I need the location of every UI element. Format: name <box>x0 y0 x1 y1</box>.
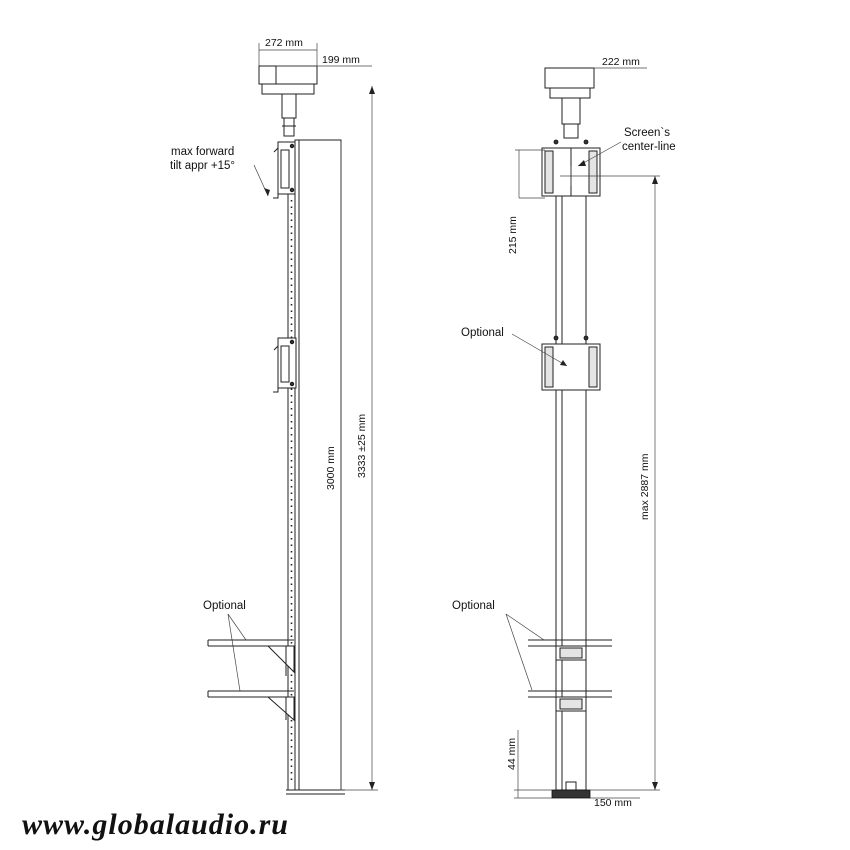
side-joint <box>283 117 295 137</box>
dim-222-label: 222 mm <box>602 56 640 68</box>
watermark: www.globalaudio.ru <box>22 808 289 841</box>
dim-3000-group: 3000 mm <box>325 142 342 790</box>
dim-150-group: 150 mm <box>590 797 640 809</box>
dim-2887-group: max 2887 mm <box>590 176 660 791</box>
screen-centerline-label2: center-line <box>622 141 676 153</box>
dim-199-label: 199 mm <box>322 54 360 66</box>
tilt-label-line1: max forward <box>171 146 234 158</box>
front-ceiling-plate <box>544 67 595 89</box>
front-optional-shelves: Optional <box>452 600 612 712</box>
dim-3000-label: 3000 mm <box>325 446 337 490</box>
dim-3333-label: 3333 ±25 mm <box>356 414 368 478</box>
front-view: 222 mm Screen`s center-line 215 mm <box>452 56 676 809</box>
dim-272-label: 272 mm <box>265 37 303 49</box>
side-ceiling-flange <box>261 83 315 95</box>
front-ceiling-flange <box>549 87 591 99</box>
side-view: 272 mm 199 mm max forward tilt appr +15° <box>170 37 378 795</box>
dim-44-group: 44 mm <box>506 730 552 799</box>
dim-150-label: 150 mm <box>594 797 632 809</box>
dim-272-group: 272 mm <box>258 37 318 66</box>
dim-3333-group: 3333 ±25 mm <box>340 86 378 791</box>
dim-215-group: 215 mm <box>507 149 545 254</box>
optional-left-label: Optional <box>203 600 246 612</box>
tilt-label-line2: tilt appr +15° <box>170 160 235 172</box>
tilt-annotation: max forward tilt appr +15° <box>170 146 270 197</box>
dim-44-label: 44 mm <box>506 738 518 770</box>
dim-215-label: 215 mm <box>507 216 519 254</box>
front-neck <box>561 97 581 125</box>
front-base-plate <box>551 789 591 799</box>
dim-2887-label: max 2887 mm <box>639 453 651 520</box>
optional-right-label: Optional <box>452 600 495 612</box>
dim-199-group: 199 mm <box>276 54 372 67</box>
dim-222-group: 222 mm <box>594 56 647 69</box>
optional-mid-label: Optional <box>461 327 504 339</box>
side-neck <box>281 93 297 119</box>
side-ceiling-plate <box>258 65 318 85</box>
screen-centerline-label1: Screen`s <box>624 127 670 139</box>
side-optional-shelves: Optional <box>203 600 295 722</box>
front-joint <box>563 123 579 139</box>
